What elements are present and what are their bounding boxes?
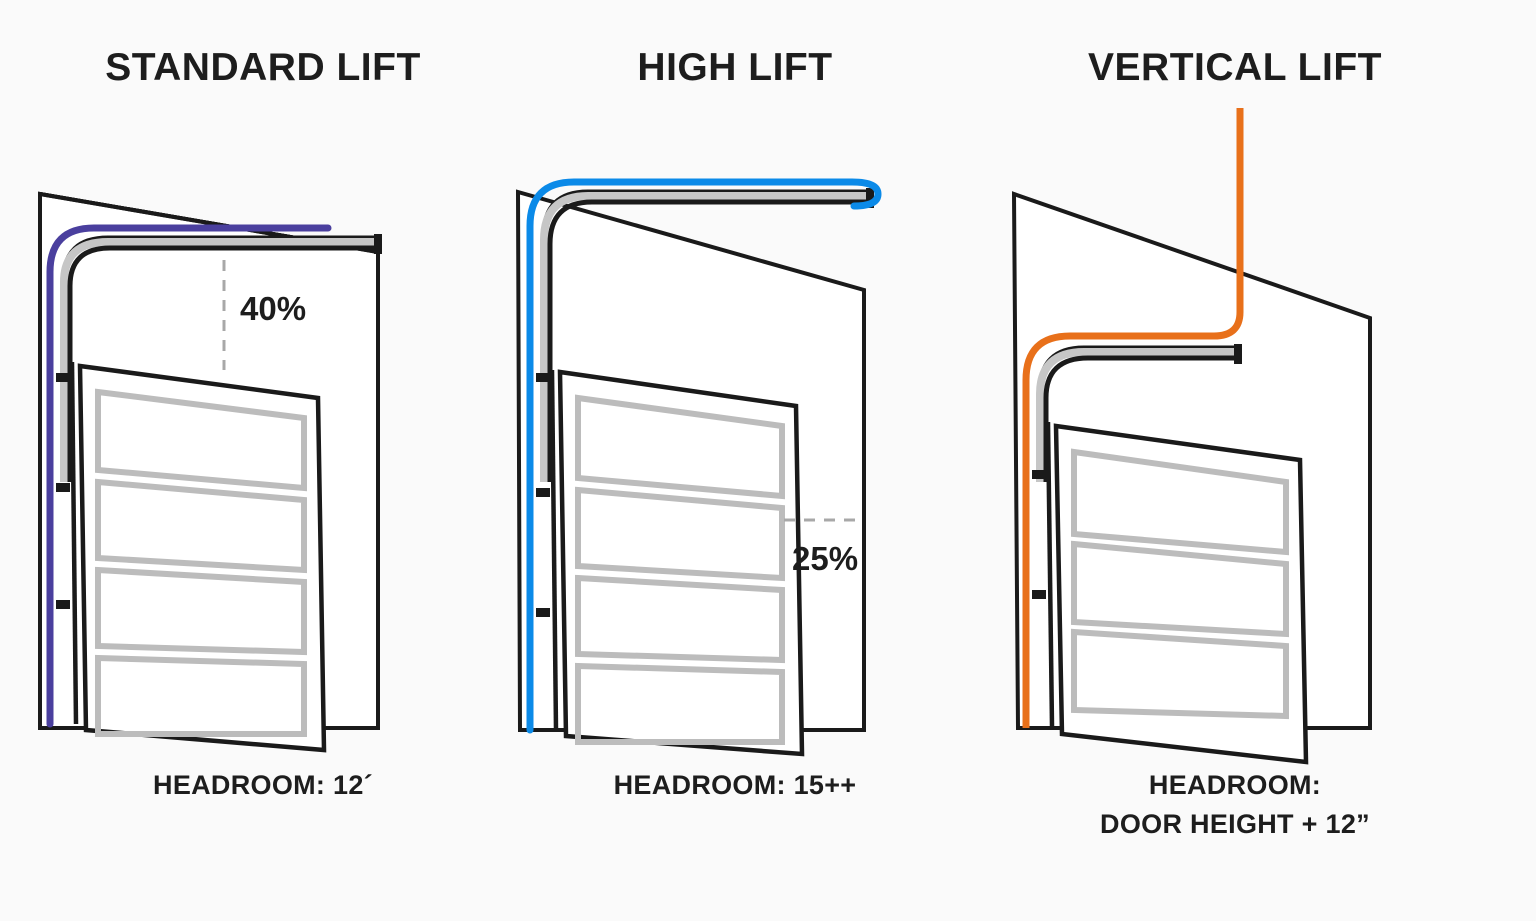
panel-caption-standard-lift: HEADROOM: 12´	[28, 766, 498, 805]
panel-caption-vertical-lift: HEADROOM: DOOR HEIGHT + 12”	[1000, 766, 1470, 844]
panel-standard-lift: STANDARD LIFT	[28, 0, 498, 921]
door-panel-2	[575, 486, 785, 582]
door-panel-4	[575, 662, 785, 745]
door-panel-4	[95, 654, 307, 737]
panel-vertical-lift: VERTICAL LIFT HEADROOM:	[1000, 0, 1470, 921]
door-opening-jamb	[549, 369, 559, 731]
panel-caption-high-lift: HEADROOM: 15++	[500, 766, 970, 805]
roller-bracket-mid	[1032, 590, 1046, 599]
percent-label-standard: 40%	[240, 290, 306, 327]
roller-bracket-mid	[536, 488, 550, 497]
panel-high-lift: HIGH LIFT	[500, 0, 970, 921]
lift-path-standard	[46, 224, 332, 728]
illustration-vertical-lift	[1000, 108, 1470, 765]
roller-bracket-mid	[56, 483, 70, 492]
track-rail-high	[540, 192, 870, 482]
door-panel-2	[95, 478, 307, 574]
roller-bracket-low	[56, 600, 70, 609]
door-panel-1	[575, 394, 785, 500]
panel-title-vertical-lift: VERTICAL LIFT	[1088, 46, 1382, 89]
door-opening-jamb	[69, 361, 79, 725]
illustration-high-lift: 25%	[500, 130, 970, 757]
door-panel-1	[1071, 448, 1289, 556]
track-rail-vertical	[1036, 348, 1238, 482]
door-panel-1	[95, 388, 307, 492]
percent-label-high: 25%	[792, 540, 858, 577]
roller-bracket-top	[536, 373, 550, 382]
panel-title-standard-lift: STANDARD LIFT	[105, 46, 421, 89]
track-rail-outline-inner	[1043, 355, 1238, 482]
door-panel-3	[575, 574, 785, 664]
roller-bracket-top	[56, 373, 70, 382]
panel-title-high-lift: HIGH LIFT	[637, 46, 833, 89]
caption-line: HEADROOM: 15++	[613, 770, 857, 800]
door-leaf	[77, 363, 327, 753]
track-rail-outline-inner	[547, 199, 870, 482]
roller-bracket-low	[536, 608, 550, 617]
track-end-cap	[866, 188, 874, 208]
door-panel-3	[1071, 628, 1289, 720]
track-end-cap	[1234, 344, 1242, 364]
lift-path-high	[526, 178, 882, 734]
illustration-standard-lift: 40%	[28, 130, 498, 753]
lift-path-vertical	[1022, 108, 1244, 728]
track-end-cap	[374, 234, 382, 254]
door-panel-2	[1071, 540, 1289, 638]
track-rail-outline-inner	[67, 245, 378, 482]
caption-line: DOOR HEIGHT + 12”	[1100, 809, 1370, 840]
door-leaf	[1053, 423, 1309, 765]
caption-line: HEADROOM: 12´	[153, 770, 373, 800]
door-opening-jamb	[1045, 421, 1055, 727]
caption-line: HEADROOM:	[1148, 770, 1322, 800]
track-rail-standard	[60, 238, 378, 482]
roller-bracket-top	[1032, 470, 1046, 479]
door-panel-3	[95, 566, 307, 656]
door-leaf	[557, 369, 805, 757]
